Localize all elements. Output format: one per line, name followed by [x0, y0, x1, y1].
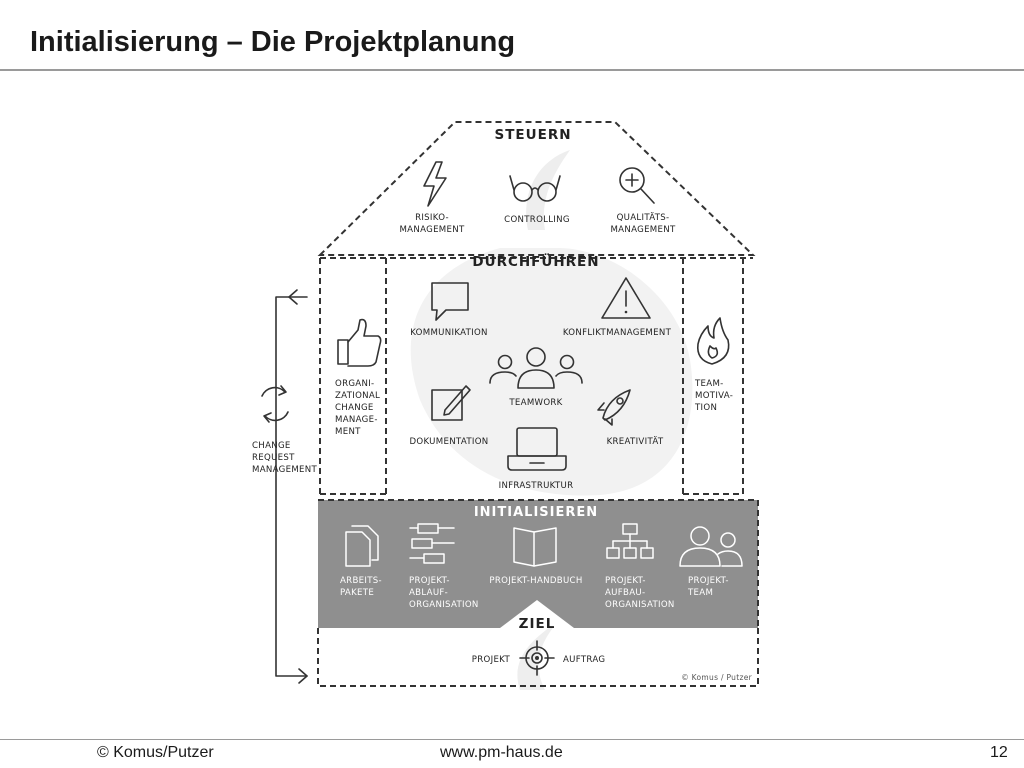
ziel-right-label: AUFTRAG: [563, 655, 605, 665]
ziel-arrow: [500, 600, 574, 628]
roof-outline: [317, 121, 756, 256]
qualitaets-label-1: QUALITÄTS-: [617, 212, 670, 223]
ziel-left-label: PROJEKT: [472, 655, 511, 665]
risiko-label-2: MANAGEMENT: [399, 225, 465, 235]
footer-copyright: © Komus/Putzer: [97, 744, 214, 761]
aufbau-label-2: AUFBAU-: [605, 588, 645, 598]
ablauf-label-1: PROJEKT-: [409, 576, 450, 586]
laptop-icon: [507, 427, 567, 471]
teamwork-label: TEAMWORK: [508, 398, 562, 408]
rocket-icon: [597, 389, 631, 426]
kreativitaet-label: KREATIVITÄT: [607, 436, 664, 447]
org-chart-icon: [606, 523, 654, 559]
initialisieren-header: INITIALISIEREN: [474, 505, 598, 520]
page-number: 12: [990, 744, 1008, 761]
aufbau-label-1: PROJEKT-: [605, 576, 646, 586]
change-request-label-1: CHANGE: [252, 441, 291, 451]
handbuch-label: PROJEKT-HANDBUCH: [489, 576, 582, 586]
target-icon: [519, 640, 555, 676]
qualitaets-label-2: MANAGEMENT: [610, 225, 676, 235]
konflikt-label: KONFLIKTMANAGEMENT: [563, 328, 672, 338]
org-change-label-5: MENT: [335, 427, 361, 437]
glasses-icon: [509, 175, 561, 202]
book-icon: [513, 527, 557, 567]
change-request-loop: [275, 289, 308, 684]
org-change-label-2: ZATIONAL: [335, 391, 380, 401]
ziel-header: ZIEL: [519, 616, 556, 632]
cycle-arrows-icon: [261, 385, 289, 423]
org-change-label-4: MANAGE-: [335, 415, 378, 425]
gantt-icon: [409, 523, 455, 564]
kommunikation-label: KOMMUNIKATION: [410, 328, 488, 338]
projektteam-label-1: PROJEKT-: [688, 576, 729, 586]
magnifier-plus-icon: [619, 167, 655, 204]
team-icon: [489, 347, 583, 389]
org-change-label-1: ORGANI-: [335, 379, 374, 389]
initialisieren-outline: [318, 499, 759, 628]
team-motivation-label-3: TION: [694, 403, 717, 413]
team-motivation-label-1: TEAM-: [694, 379, 724, 389]
arbeitspakete-label-2: PAKETE: [340, 588, 374, 598]
thumbs-up-icon: [337, 318, 382, 367]
infrastruktur-label: INFRASTRUKTUR: [499, 481, 574, 491]
pencil-square-icon: [431, 385, 471, 421]
team-motivation-label-2: MOTIVA-: [695, 391, 733, 401]
slide-title: Initialisierung – Die Projektplanung: [30, 26, 516, 58]
durchfuehren-header: DURCHFÜHREN: [472, 252, 599, 270]
controlling-label: CONTROLLING: [504, 215, 570, 225]
change-request-label-2: REQUEST: [252, 453, 295, 463]
documents-icon: [345, 525, 379, 567]
title-divider: [0, 69, 1024, 71]
aufbau-label-3: ORGANISATION: [605, 600, 675, 610]
background-swirl: [410, 150, 693, 690]
people-icon: [679, 526, 743, 567]
risiko-label-1: RISIKO-: [415, 213, 449, 223]
speech-bubble-icon: [431, 282, 469, 321]
warning-triangle-icon: [601, 277, 651, 319]
arbeitspakete-label-1: ARBEITS-: [340, 576, 382, 586]
footer-divider: [0, 739, 1024, 740]
diagram-copyright: © Komus / Putzer: [681, 673, 752, 682]
change-request-label-3: MANAGEMENT: [252, 465, 318, 475]
org-change-label-3: CHANGE: [335, 403, 374, 413]
ablauf-label-3: ORGANISATION: [409, 600, 479, 610]
footer-website: www.pm-haus.de: [440, 744, 563, 761]
lightning-icon: [423, 161, 447, 207]
steuern-header: STEUERN: [494, 127, 571, 143]
flame-icon: [696, 317, 730, 365]
dokumentation-label: DOKUMENTATION: [409, 437, 488, 447]
ablauf-label-2: ABLAUF-: [409, 588, 448, 598]
projektteam-label-2: TEAM: [687, 588, 713, 598]
